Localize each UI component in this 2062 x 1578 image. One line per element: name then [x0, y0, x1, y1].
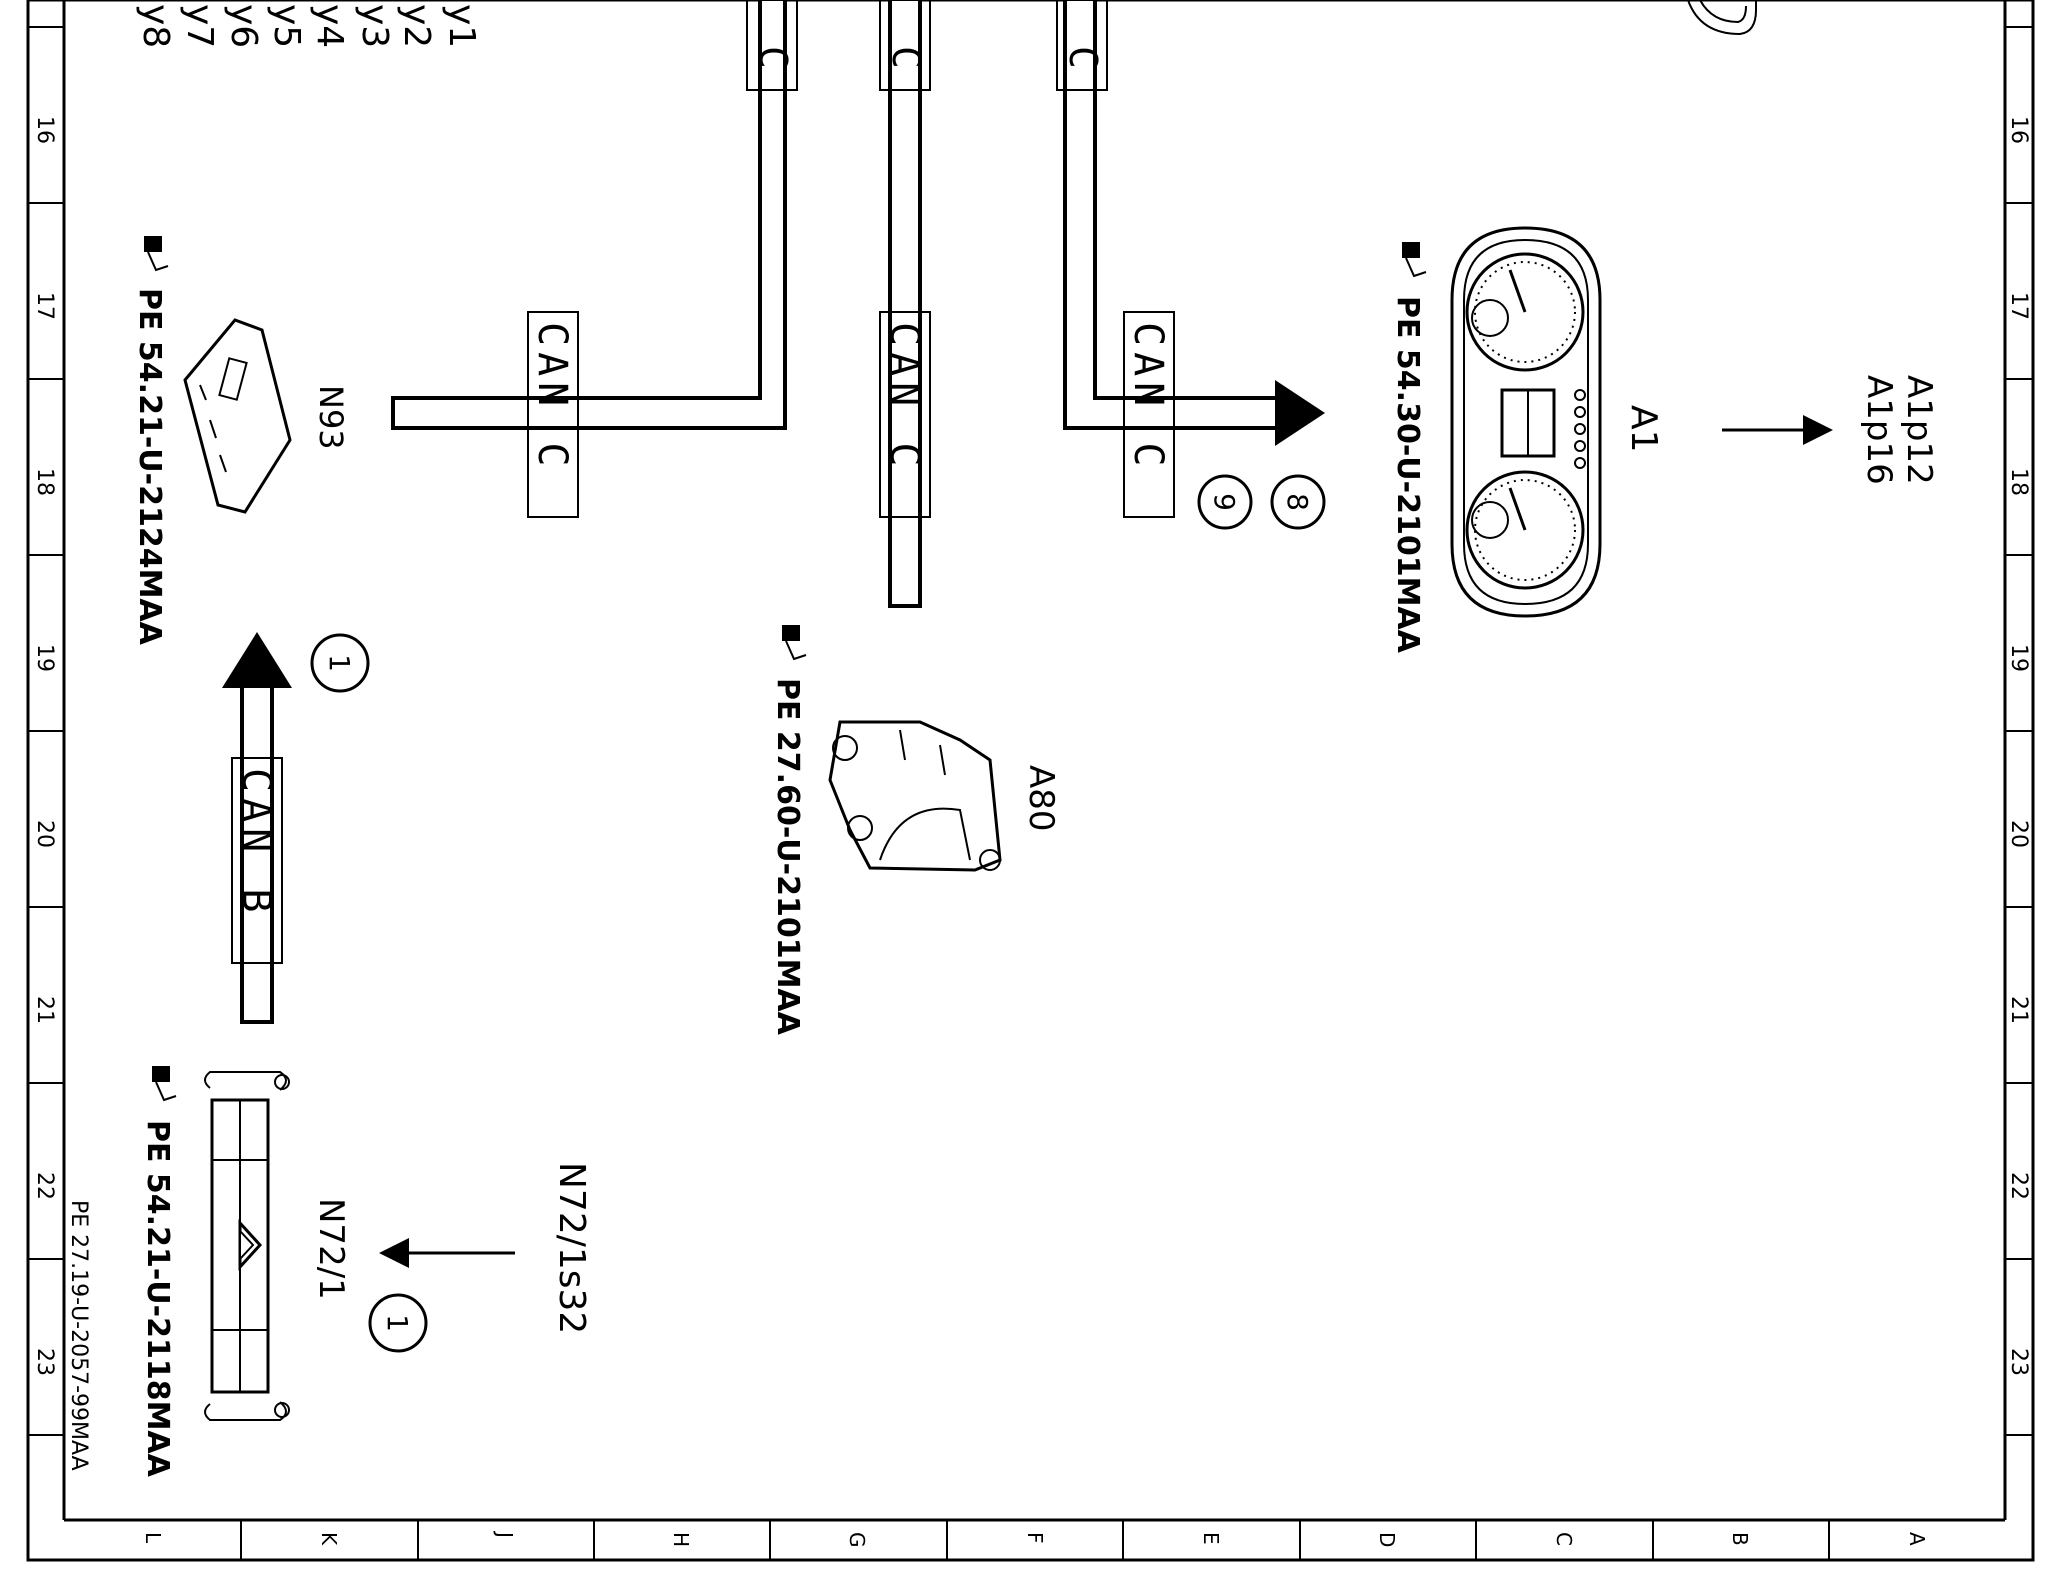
marker-9: 9	[1197, 474, 1253, 530]
row-number: 22	[32, 1172, 57, 1200]
marker-8: 8	[1270, 474, 1326, 530]
n93-ref: PE 54.21-U-2124MAA	[132, 288, 167, 646]
a1-instrument-cluster-icon	[1450, 226, 1602, 618]
column-letter: F	[1023, 1532, 1047, 1544]
row-number: 19	[32, 644, 57, 672]
y-label: y7	[179, 4, 220, 48]
column-letters: L K J H G F E D C B A	[141, 1530, 1929, 1548]
n93-ref-icon	[144, 236, 169, 272]
row-number: 16	[2006, 116, 2031, 144]
row-number: 23	[2006, 1348, 2031, 1376]
n72-source: N72/1s32	[551, 1162, 592, 1334]
svg-text:CAN C: CAN C	[529, 322, 575, 472]
row-number: 17	[32, 292, 57, 320]
y-label: y8	[135, 4, 176, 48]
drawing-frame	[26, 0, 2035, 1562]
svg-text:CAN C: CAN C	[1125, 322, 1171, 472]
column-letter: H	[669, 1532, 693, 1547]
a1-target-2: A1p16	[1859, 375, 1899, 485]
n93-module-icon	[183, 318, 292, 514]
svg-text:1: 1	[381, 1314, 414, 1332]
row-number: 17	[2006, 292, 2031, 320]
can-c-wire-a80	[888, 0, 922, 608]
marker-1-top: 1	[310, 633, 370, 693]
n93-code: N93	[312, 385, 350, 450]
can-b-box: CAN B	[231, 757, 283, 964]
row-number: 18	[32, 468, 57, 496]
a80-module-icon	[828, 720, 1002, 872]
n72-switch-icon	[204, 1071, 290, 1421]
y-label: y5	[266, 4, 307, 48]
arrow-to-a1	[1275, 380, 1325, 446]
column-letter: C	[1552, 1532, 1576, 1546]
can-box-top-2: C	[879, 0, 931, 91]
column-letter: B	[1728, 1532, 1752, 1546]
a1-code: A1	[1623, 405, 1664, 453]
a80-code: A80	[1021, 765, 1061, 832]
top-y-labels: y1 y2 y3 y4 y5 y6 y7 y8	[135, 4, 482, 48]
row-numbers-right: 16 17 18 19 20 21 22 23	[2006, 116, 2031, 1376]
a1-ref: PE 54.30-U-2101MAA	[1390, 296, 1425, 654]
column-letter: J	[493, 1530, 517, 1538]
svg-text:1: 1	[323, 654, 356, 672]
svg-text:C: C	[1061, 46, 1105, 69]
column-letter: K	[317, 1532, 341, 1546]
can-c-box-a80: CAN C	[879, 311, 931, 518]
column-letter: E	[1199, 1532, 1223, 1545]
partial-component-icon	[1687, 0, 1757, 36]
row-number: 23	[32, 1348, 57, 1376]
can-c-wire-n93	[391, 0, 787, 430]
row-number: 19	[2006, 644, 2031, 672]
marker-1-bottom: 1	[368, 1293, 428, 1353]
row-number: 22	[2006, 1172, 2031, 1200]
y-label: y1	[441, 4, 482, 48]
row-number: 18	[2006, 468, 2031, 496]
svg-text:CAN C: CAN C	[881, 322, 927, 472]
a1-target-1: A1p12	[1899, 375, 1939, 485]
row-number: 16	[32, 116, 57, 144]
y-label: y2	[396, 4, 437, 48]
arrow-to-n93	[222, 632, 292, 688]
svg-text:CAN B: CAN B	[233, 768, 279, 918]
column-letter: A	[1905, 1532, 1929, 1546]
svg-text:C: C	[884, 46, 928, 69]
n72-ref-icon	[152, 1066, 177, 1102]
a80-ref: PE 27.60-U-2101MAA	[770, 678, 805, 1036]
a80-ref-icon	[782, 625, 807, 661]
svg-text:C: C	[751, 46, 795, 69]
column-letter: L	[141, 1532, 165, 1544]
a1-ref-icon	[1402, 242, 1427, 278]
row-number: 20	[32, 820, 57, 848]
drawing-id: PE 27.19-U-2057-99MAA	[66, 1200, 91, 1471]
row-numbers-left: 16 17 18 19 20 21 22 23	[32, 116, 57, 1376]
y-label: y4	[309, 4, 350, 48]
n72-code: N72/1	[311, 1198, 351, 1300]
row-number: 21	[2006, 996, 2031, 1024]
row-number: 21	[32, 996, 57, 1024]
column-letter: D	[1375, 1532, 1399, 1547]
can-c-box-n93: CAN C	[527, 311, 579, 518]
n72-ref: PE 54.21-U-2118MAA	[140, 1120, 175, 1478]
can-box-top-3: C	[1056, 0, 1108, 91]
row-number: 20	[2006, 820, 2031, 848]
y-label: y6	[223, 4, 264, 48]
svg-text:8: 8	[1281, 493, 1314, 511]
svg-text:9: 9	[1208, 493, 1241, 511]
y-label: y3	[354, 4, 395, 48]
can-c-box-a1: CAN C	[1123, 311, 1175, 518]
can-c-wire-a1	[1063, 0, 1325, 446]
can-b-wire	[222, 632, 292, 1024]
can-box-top-1: C	[746, 0, 798, 91]
column-letter: G	[845, 1532, 869, 1548]
